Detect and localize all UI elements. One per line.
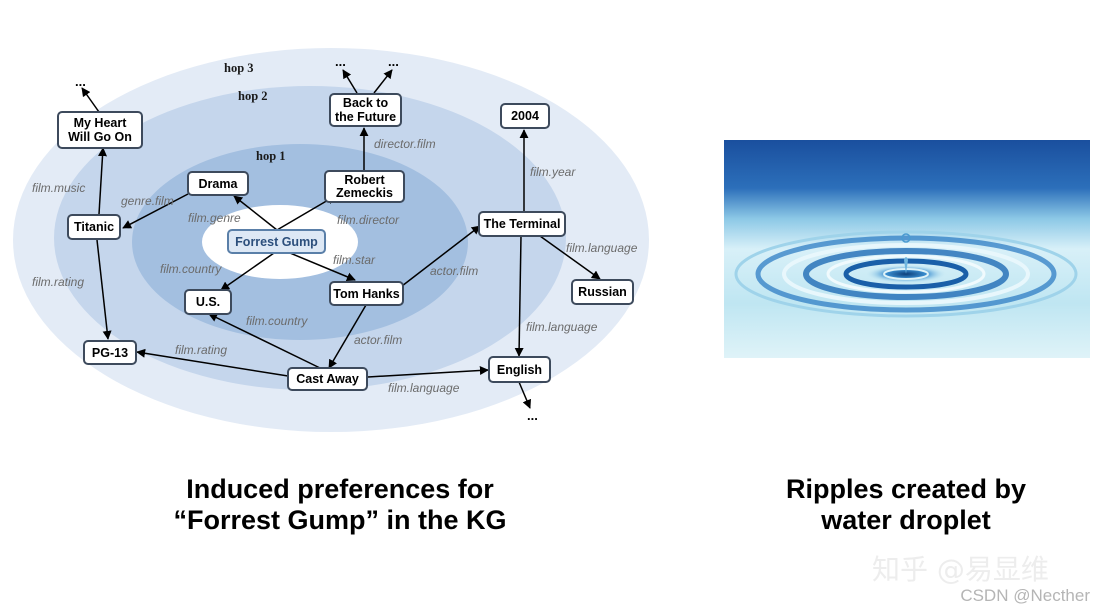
edge-label-film-rating-2: film.rating bbox=[175, 343, 227, 357]
svg-text:English: English bbox=[497, 363, 542, 377]
left-caption-line2: “Forrest Gump” in the KG bbox=[173, 505, 507, 535]
edge-label-film-music: film.music bbox=[32, 181, 85, 195]
edges bbox=[81, 69, 601, 409]
node-tom-hanks: Tom Hanks bbox=[329, 281, 404, 306]
node-english: English bbox=[488, 356, 551, 383]
node-pg13: PG-13 bbox=[83, 340, 137, 365]
svg-text:Titanic: Titanic bbox=[74, 220, 114, 234]
node-us: U.S. bbox=[184, 289, 232, 315]
edge-label-film-star: film.star bbox=[333, 253, 376, 267]
edge-center-drama bbox=[233, 195, 278, 231]
svg-text:PG-13: PG-13 bbox=[92, 346, 128, 360]
edge-label-film-country-2: film.country bbox=[246, 314, 308, 328]
edge-label-genre-film: genre.film bbox=[121, 194, 174, 208]
edge-castaway-us bbox=[208, 313, 321, 369]
svg-text:Forrest Gump: Forrest Gump bbox=[235, 235, 318, 249]
ellipsis-future-right: ... bbox=[388, 54, 399, 69]
svg-text:Will Go On: Will Go On bbox=[68, 130, 132, 144]
edge-hanks-terminal bbox=[401, 225, 481, 287]
node-titanic: Titanic bbox=[67, 214, 121, 240]
edge-label-film-year: film.year bbox=[530, 165, 576, 179]
svg-text:Robert: Robert bbox=[344, 173, 385, 187]
edge-titanic-pg13 bbox=[96, 239, 112, 340]
edge-center-zemeckis bbox=[276, 195, 336, 231]
ellipsis-english: ... bbox=[527, 408, 538, 423]
hop3-label: hop 3 bbox=[224, 61, 254, 75]
hop2-label: hop 2 bbox=[238, 89, 268, 103]
node-russian: Russian bbox=[571, 279, 634, 305]
edge-english-ellipsis bbox=[518, 381, 531, 409]
edge-hanks-castaway bbox=[328, 304, 367, 369]
edge-future-ellipsis-1 bbox=[342, 69, 358, 94]
svg-text:Back to: Back to bbox=[343, 96, 389, 110]
edge-label-film-language-3: film.language bbox=[388, 381, 460, 395]
svg-text:My Heart: My Heart bbox=[74, 116, 128, 130]
node-forrest-gump: Forrest Gump bbox=[227, 229, 326, 254]
edge-center-us bbox=[220, 252, 275, 291]
edge-terminal-english bbox=[514, 235, 524, 357]
svg-text:2004: 2004 bbox=[511, 109, 539, 123]
svg-text:Tom Hanks: Tom Hanks bbox=[333, 287, 399, 301]
edge-label-film-language-2: film.language bbox=[526, 320, 598, 334]
edge-label-film-country: film.country bbox=[160, 262, 222, 276]
left-caption: Induced preferences for “Forrest Gump” i… bbox=[90, 474, 590, 536]
edge-label-film-genre: film.genre bbox=[188, 211, 241, 225]
svg-text:Zemeckis: Zemeckis bbox=[336, 186, 393, 200]
edge-center-hanks bbox=[289, 252, 356, 282]
edge-labels: film.genre film.director film.country fi… bbox=[32, 137, 638, 395]
ellipsis-heart: ... bbox=[75, 74, 86, 89]
edge-label-director-film: director.film bbox=[374, 137, 436, 151]
csdn-watermark: CSDN @Necther bbox=[960, 586, 1090, 605]
left-caption-line1: Induced preferences for bbox=[186, 474, 494, 504]
svg-text:Russian: Russian bbox=[578, 285, 627, 299]
ellipsis-future-left: ... bbox=[335, 54, 346, 69]
svg-text:The Terminal: The Terminal bbox=[484, 217, 561, 231]
hop1-label: hop 1 bbox=[256, 149, 286, 163]
svg-text:Drama: Drama bbox=[199, 177, 239, 191]
right-caption-line2: water droplet bbox=[821, 505, 991, 535]
edge-castaway-pg13 bbox=[136, 348, 289, 377]
node-cast-away: Cast Away bbox=[287, 367, 368, 391]
edge-titanic-heart bbox=[98, 147, 108, 215]
edge-label-film-rating-1: film.rating bbox=[32, 275, 84, 289]
ripple-water-image bbox=[724, 140, 1090, 358]
right-caption-line1: Ripples created by bbox=[785, 474, 1027, 504]
node-2004: 2004 bbox=[500, 103, 550, 129]
edge-label-film-director: film.director bbox=[337, 213, 400, 227]
edge-future-ellipsis-2 bbox=[373, 69, 393, 94]
node-the-terminal: The Terminal bbox=[478, 211, 566, 237]
svg-text:the Future: the Future bbox=[335, 110, 396, 124]
edge-label-actor-film-1: actor.film bbox=[430, 264, 478, 278]
node-robert-zemeckis: Robert Zemeckis bbox=[324, 170, 405, 203]
edge-label-film-language-1: film.language bbox=[566, 241, 638, 255]
edge-terminal-russian bbox=[539, 235, 601, 280]
zhihu-watermark: 知乎 @易显维 bbox=[872, 553, 1049, 586]
svg-text:U.S.: U.S. bbox=[196, 295, 220, 309]
node-back-to-the-future: Back to the Future bbox=[329, 93, 402, 127]
edge-heart-ellipsis bbox=[81, 87, 100, 113]
svg-text:Cast Away: Cast Away bbox=[296, 372, 359, 386]
node-drama: Drama bbox=[187, 171, 249, 196]
edge-drama-titanic bbox=[122, 193, 189, 229]
knowledge-graph-diagram: hop 3 hop 2 hop 1 film.genre film.direct… bbox=[13, 48, 649, 432]
node-my-heart-will-go-on: My Heart Will Go On bbox=[57, 111, 143, 149]
edge-castaway-english bbox=[367, 365, 489, 378]
right-caption: Ripples created by water droplet bbox=[706, 474, 1106, 536]
edge-label-actor-film-2: actor.film bbox=[354, 333, 402, 347]
